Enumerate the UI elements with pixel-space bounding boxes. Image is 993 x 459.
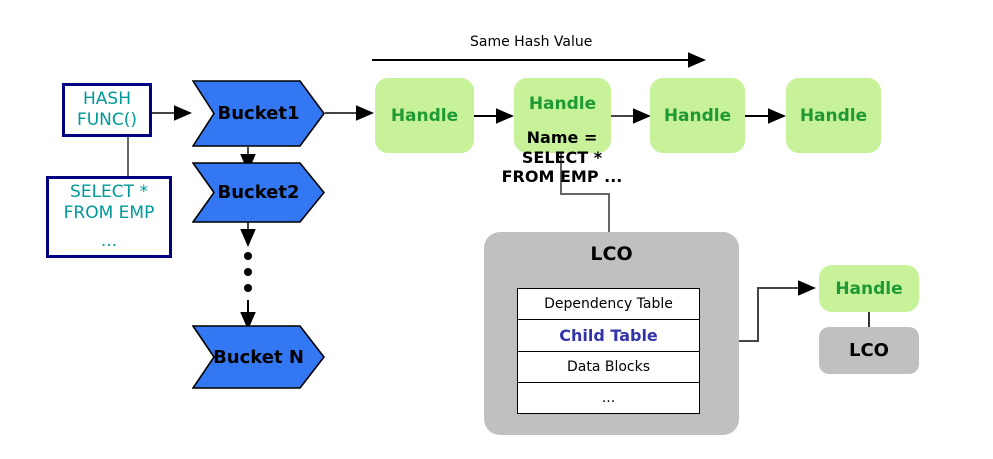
same-hash-value-label: Same Hash Value [470,34,593,50]
ellipsis-dot [244,268,252,276]
lco-attribute-table: Dependency Table Child Table Data Blocks… [517,288,700,414]
hash-function-line-2: FUNC() [76,110,138,130]
bucket-n[interactable]: Bucket N [192,325,325,389]
name-annotation-line-1: Name = [526,128,598,147]
bucket-1[interactable]: Bucket1 [192,80,325,147]
hash-function-box: HASH FUNC() [62,83,152,137]
table-row-data-blocks[interactable]: Data Blocks [518,352,699,383]
row-label: ... [601,389,616,406]
hash-function-line-1: HASH [83,88,131,109]
row-label: Data Blocks [566,358,651,375]
bucket-label: Bucket2 [217,182,300,203]
handle-2[interactable]: Handle [514,78,611,153]
ellipsis-dot [244,252,252,260]
bucket-shape [192,80,325,147]
table-row-dependency-table[interactable]: Dependency Table [518,289,699,321]
bucket-label: Bucket N [213,346,304,368]
name-annotation-line-2: SELECT * [521,147,603,167]
handle-label: Handle [663,105,732,126]
handle-label: Handle [390,105,459,126]
child-handle-label: Handle [835,278,903,299]
bucket-ellipsis [242,252,256,302]
sql-line-2: FROM EMP [63,203,155,224]
bucket-shape [192,325,325,389]
name-annotation-line-3: FROM EMP ... [501,167,623,187]
sql-line-3: ... [100,230,118,251]
child-handle[interactable]: Handle [819,265,919,312]
handle-3[interactable]: Handle [650,78,745,153]
bucket-2[interactable]: Bucket2 [192,162,325,223]
bucket-label: Bucket1 [217,103,300,124]
handle-4[interactable]: Handle [786,78,881,153]
child-lco[interactable]: LCO [819,327,919,374]
name-annotation: Name = SELECT * FROM EMP ... [476,128,648,187]
table-row-child-table[interactable]: Child Table [518,320,699,352]
child-lco-label: LCO [849,340,889,361]
lco-title: LCO [590,243,633,265]
row-label: Child Table [559,325,658,345]
row-label: Dependency Table [544,296,673,313]
sql-line-1: SELECT * [70,182,148,203]
sql-statement-box: SELECT * FROM EMP ... [46,176,172,258]
bucket-shape [192,162,325,223]
handle-1[interactable]: Handle [375,78,474,153]
handle-label: Handle [799,105,868,126]
handle-label: Handle [528,93,597,114]
ellipsis-dot [244,284,252,292]
table-row-more[interactable]: ... [518,383,699,413]
